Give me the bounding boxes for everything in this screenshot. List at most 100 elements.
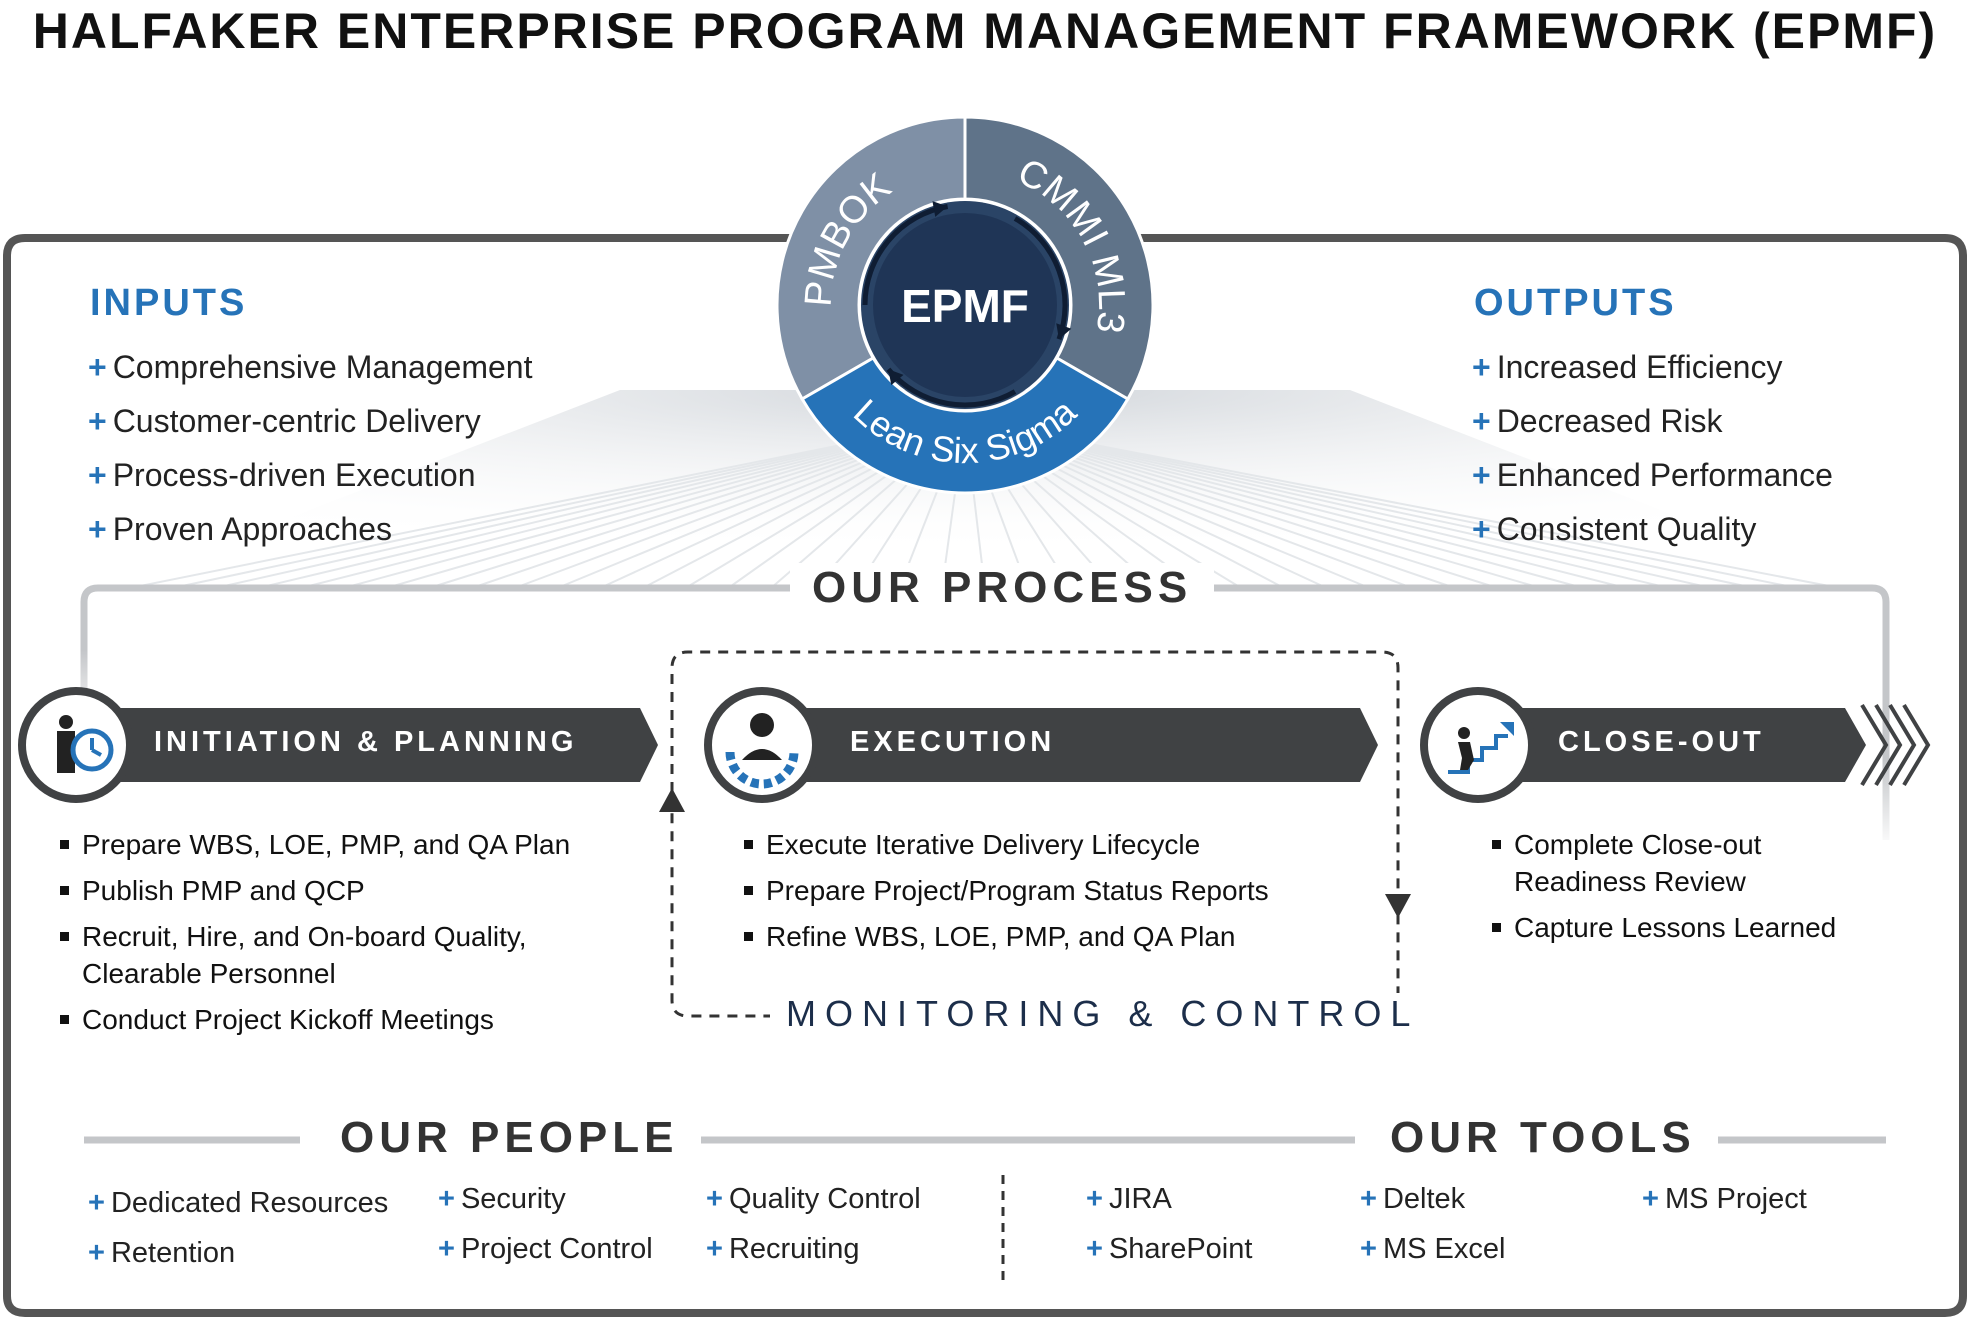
hub-center-label: EPMF xyxy=(901,280,1029,332)
process-title: OUR PROCESS xyxy=(790,563,1215,613)
list-item: Prepare WBS, LOE, PMP, and QA Plan xyxy=(60,826,580,863)
loop-arrow-down-icon xyxy=(1385,894,1411,918)
list-item: Recruit, Hire, and On-board Quality, Cle… xyxy=(60,918,580,992)
cycle-arrow-head xyxy=(932,201,948,217)
list-item: Conduct Project Kickoff Meetings xyxy=(60,1001,580,1038)
cycle-arrow-arc xyxy=(886,367,1017,408)
stage-icon-execution xyxy=(704,687,820,803)
cycle-arrow-arc xyxy=(1013,216,1068,341)
outputs-list: +Increased Efficiency +Decreased Risk +E… xyxy=(1472,340,1833,556)
page-title: HALFAKER ENTERPRISE PROGRAM MANAGEMENT F… xyxy=(32,3,1938,59)
tools-title: OUR TOOLS xyxy=(1368,1113,1718,1163)
plus-icon: + xyxy=(1642,1183,1659,1215)
list-item: Refine WBS, LOE, PMP, and QA Plan xyxy=(744,918,1384,955)
cycle-arrow-head xyxy=(1056,323,1072,340)
initiation-tasks: Prepare WBS, LOE, PMP, and QA Plan Publi… xyxy=(60,826,580,1047)
plus-icon: + xyxy=(1472,349,1491,385)
hub-segment-pmbok xyxy=(775,115,967,402)
plus-icon: + xyxy=(1360,1183,1377,1215)
banner-closeout xyxy=(1475,708,1866,782)
list-item: +Consistent Quality xyxy=(1472,511,1757,547)
list-item: +JIRA xyxy=(1086,1183,1172,1215)
epmf-hub: PMBOK CMMI ML3 Lean Six Sigma EPMF xyxy=(775,115,1155,495)
hub-ray xyxy=(119,419,966,591)
list-item: +Deltek xyxy=(1360,1183,1466,1215)
hub-core xyxy=(873,213,1057,397)
hub-ray xyxy=(964,419,1721,591)
plus-icon: + xyxy=(1086,1183,1103,1215)
closeout-chevrons-icon xyxy=(1860,703,1931,787)
plus-icon: + xyxy=(438,1233,455,1265)
stage-icon-closeout xyxy=(1420,687,1536,803)
list-item: +SharePoint xyxy=(1086,1233,1253,1265)
hub-ray xyxy=(964,419,1764,591)
plus-icon: + xyxy=(88,457,107,493)
list-item: +Customer-centric Delivery xyxy=(88,403,481,439)
list-item: +Enhanced Performance xyxy=(1472,457,1833,493)
banner-execution xyxy=(770,708,1378,782)
plus-icon: + xyxy=(88,349,107,385)
plus-icon: + xyxy=(1472,403,1491,439)
cycle-arrows-icon xyxy=(862,201,1072,408)
outer-frame xyxy=(2,234,1967,1317)
plus-icon: + xyxy=(88,1237,105,1269)
hub-ray xyxy=(163,419,966,591)
outputs-heading: OUTPUTS xyxy=(1474,282,1677,324)
plus-icon: + xyxy=(1472,457,1491,493)
list-item: Execute Iterative Delivery Lifecycle xyxy=(744,826,1384,863)
plus-icon: + xyxy=(438,1183,455,1215)
list-item: Publish PMP and QCP xyxy=(60,872,580,909)
plus-icon: + xyxy=(706,1183,723,1215)
list-item: Capture Lessons Learned xyxy=(1492,909,1842,946)
cycle-arrow-arc xyxy=(862,204,949,306)
list-item: Complete Close-out Readiness Review xyxy=(1492,826,1842,900)
hub-ray xyxy=(206,419,966,591)
people-column-3: +Quality Control +Recruiting xyxy=(706,1174,921,1274)
plus-icon: + xyxy=(88,403,107,439)
plus-icon: + xyxy=(1086,1233,1103,1265)
stage-label-execution: EXECUTION xyxy=(850,726,1056,758)
list-item: +MS Project xyxy=(1642,1183,1807,1215)
banner-initiation xyxy=(80,708,658,782)
hub-ray xyxy=(964,419,1851,591)
inputs-list: +Comprehensive Management +Customer-cent… xyxy=(88,340,532,556)
tools-column-1: +JIRA +SharePoint xyxy=(1086,1174,1252,1274)
list-item: +Dedicated Resources xyxy=(88,1187,389,1219)
plus-icon: + xyxy=(1472,511,1491,547)
list-item: +Proven Approaches xyxy=(88,511,392,547)
list-item: +Security xyxy=(438,1183,566,1215)
tools-column-2: +Deltek +MS Excel xyxy=(1360,1174,1505,1274)
plus-icon: + xyxy=(88,511,107,547)
hub-segment-lean-six-sigma xyxy=(800,355,1130,495)
monitoring-control-label: MONITORING & CONTROL xyxy=(770,993,1436,1035)
list-item: +Process-driven Execution xyxy=(88,457,476,493)
closeout-tasks: Complete Close-out Readiness Review Capt… xyxy=(1492,826,1842,955)
stage-icon-initiation xyxy=(18,687,134,803)
people-column-2: +Security +Project Control xyxy=(438,1174,653,1274)
list-item: +Comprehensive Management xyxy=(88,349,533,385)
monitoring-loop xyxy=(670,650,1400,1018)
plus-icon: + xyxy=(88,1187,105,1219)
plus-icon: + xyxy=(1360,1233,1377,1265)
hub-ray xyxy=(964,419,1807,591)
hub-segment-cmmi xyxy=(963,115,1155,402)
list-item: Prepare Project/Program Status Reports xyxy=(744,872,1384,909)
people-title: OUR PEOPLE xyxy=(318,1113,701,1163)
list-item: +Project Control xyxy=(438,1233,653,1265)
cycle-arrow-head xyxy=(888,369,904,386)
execution-tasks: Execute Iterative Delivery Lifecycle Pre… xyxy=(744,826,1384,964)
list-item: +Decreased Risk xyxy=(1472,403,1723,439)
stage-label-initiation: INITIATION & PLANNING xyxy=(154,726,578,758)
inputs-heading: INPUTS xyxy=(90,282,248,324)
list-item: +MS Excel xyxy=(1360,1233,1506,1265)
plus-icon: + xyxy=(706,1233,723,1265)
stage-label-closeout: CLOSE-OUT xyxy=(1558,726,1765,758)
list-item: +Recruiting xyxy=(706,1233,860,1265)
list-item: +Increased Efficiency xyxy=(1472,349,1783,385)
people-column-1: +Dedicated Resources +Retention xyxy=(88,1178,388,1278)
loop-arrow-up-icon xyxy=(659,788,685,812)
list-item: +Quality Control xyxy=(706,1183,921,1215)
tools-column-3: +MS Project xyxy=(1642,1174,1807,1224)
list-item: +Retention xyxy=(88,1237,236,1269)
